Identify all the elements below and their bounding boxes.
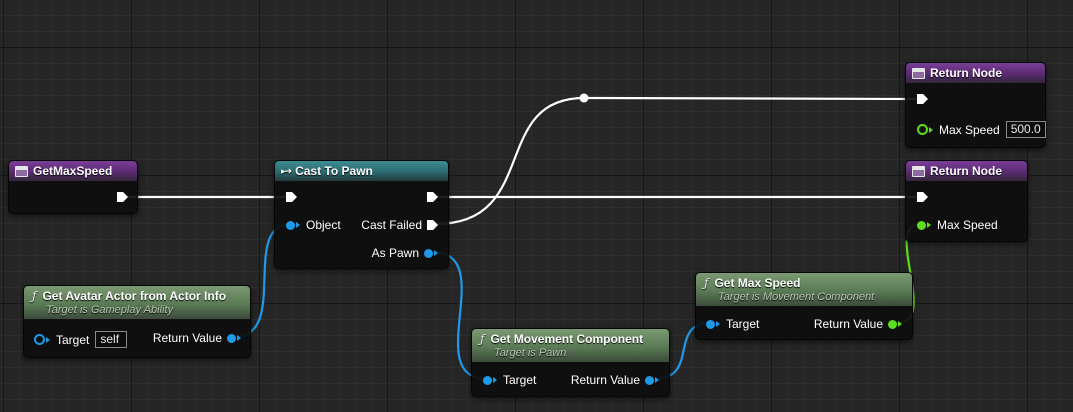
object-pin-icon	[286, 220, 295, 230]
pin-label: Target	[56, 332, 90, 347]
target-input-pin[interactable]: Target	[706, 317, 759, 331]
max-speed-value-field[interactable]: 500.0	[1005, 121, 1046, 138]
object-pin-icon	[483, 375, 492, 385]
object-pin-icon	[34, 334, 45, 345]
pin-label: Cast Failed	[361, 218, 422, 232]
pin-label: Object	[306, 218, 341, 232]
node-title: Cast To Pawn	[295, 164, 373, 178]
node-header[interactable]: ƒ Get Movement Component Target is Pawn	[472, 329, 669, 362]
reroute-knot[interactable]	[579, 93, 589, 103]
node-subtitle: Target is Gameplay Ability	[46, 304, 173, 316]
target-input-pin[interactable]: Target	[483, 373, 536, 387]
object-pin-icon	[645, 375, 654, 385]
node-subtitle: Target is Movement Component	[718, 291, 875, 303]
return-icon	[912, 67, 925, 79]
pin-label: Target	[726, 317, 760, 331]
node-header[interactable]: Return Node	[906, 63, 1045, 83]
function-icon: ƒ	[32, 289, 37, 303]
pin-label: Return Value	[813, 317, 883, 331]
return-value-pin[interactable]: Return Value	[153, 331, 241, 345]
node-title: Get Movement Component	[490, 332, 644, 346]
exec-pin-icon	[286, 192, 297, 202]
node-header[interactable]: ▸➔ Cast To Pawn	[275, 161, 448, 181]
node-title: Get Max Speed	[714, 276, 801, 290]
function-icon: ƒ	[480, 332, 485, 346]
object-pin-icon	[424, 248, 433, 258]
exec-in-pin[interactable]	[286, 192, 297, 202]
return-node-bottom[interactable]: Return Node Max Speed	[905, 160, 1028, 242]
get-max-speed-event-node[interactable]: GetMaxSpeed	[8, 160, 138, 214]
pin-label: Return Value	[570, 373, 640, 387]
cast-icon: ▸➔	[281, 165, 292, 176]
float-pin-icon	[917, 124, 928, 135]
return-value-pin[interactable]: Return Value	[571, 373, 659, 387]
pin-label: Target	[503, 373, 537, 387]
get-max-speed-function-node[interactable]: ƒ Get Max Speed Target is Movement Compo…	[695, 272, 913, 340]
cast-to-pawn-node[interactable]: ▸➔ Cast To Pawn Object Cast Failed As Pa…	[274, 160, 449, 269]
exec-wire-reroute-to-return-top[interactable]	[582, 96, 920, 101]
exec-pin-icon	[917, 94, 928, 104]
exec-in-pin[interactable]	[917, 192, 928, 202]
node-header[interactable]: ƒ Get Avatar Actor from Actor Info Targe…	[24, 286, 250, 319]
exec-wire-castfailed-to-reroute[interactable]	[434, 96, 586, 226]
node-title: Return Node	[930, 164, 1002, 178]
exec-pin-icon	[117, 192, 128, 202]
node-header[interactable]: Return Node	[906, 161, 1027, 181]
max-speed-input-pin[interactable]: Max Speed	[917, 218, 998, 232]
get-avatar-actor-node[interactable]: ƒ Get Avatar Actor from Actor Info Targe…	[23, 285, 251, 358]
object-pin-icon	[227, 333, 236, 343]
return-value-pin[interactable]: Return Value	[814, 317, 902, 331]
pin-label: Return Value	[152, 331, 222, 345]
node-title: Return Node	[930, 66, 1002, 80]
pin-label: Max Speed	[937, 218, 998, 232]
node-header[interactable]: GetMaxSpeed	[9, 161, 137, 181]
exec-pin-icon	[427, 192, 438, 202]
node-subtitle: Target is Pawn	[494, 347, 567, 359]
max-speed-input-pin[interactable]: Max Speed 500.0	[917, 121, 1046, 138]
pin-label: As Pawn	[371, 246, 419, 260]
return-icon	[912, 165, 925, 177]
target-value-field[interactable]: self	[95, 331, 128, 348]
return-node-top[interactable]: Return Node Max Speed 500.0	[905, 62, 1046, 148]
object-pin-icon	[706, 319, 715, 329]
float-pin-icon	[917, 220, 926, 230]
pin-label: Max Speed	[939, 122, 1000, 137]
object-input-pin[interactable]: Object	[286, 218, 341, 232]
target-input-pin[interactable]: Target self	[34, 331, 128, 348]
float-pin-icon	[888, 319, 897, 329]
get-movement-component-node[interactable]: ƒ Get Movement Component Target is Pawn …	[471, 328, 670, 397]
cast-failed-pin[interactable]: Cast Failed	[361, 218, 438, 232]
node-header[interactable]: ƒ Get Max Speed Target is Movement Compo…	[696, 273, 912, 306]
as-pawn-pin[interactable]: As Pawn	[372, 246, 438, 260]
exec-in-pin[interactable]	[917, 94, 928, 104]
exec-pin-icon	[427, 220, 438, 230]
exec-out-pin[interactable]	[427, 192, 438, 202]
node-title: Get Avatar Actor from Actor Info	[42, 289, 227, 303]
exec-pin-icon	[917, 192, 928, 202]
node-title: GetMaxSpeed	[33, 164, 113, 178]
exec-out-pin[interactable]	[117, 192, 128, 202]
function-icon: ƒ	[704, 276, 709, 290]
event-icon	[15, 165, 28, 177]
